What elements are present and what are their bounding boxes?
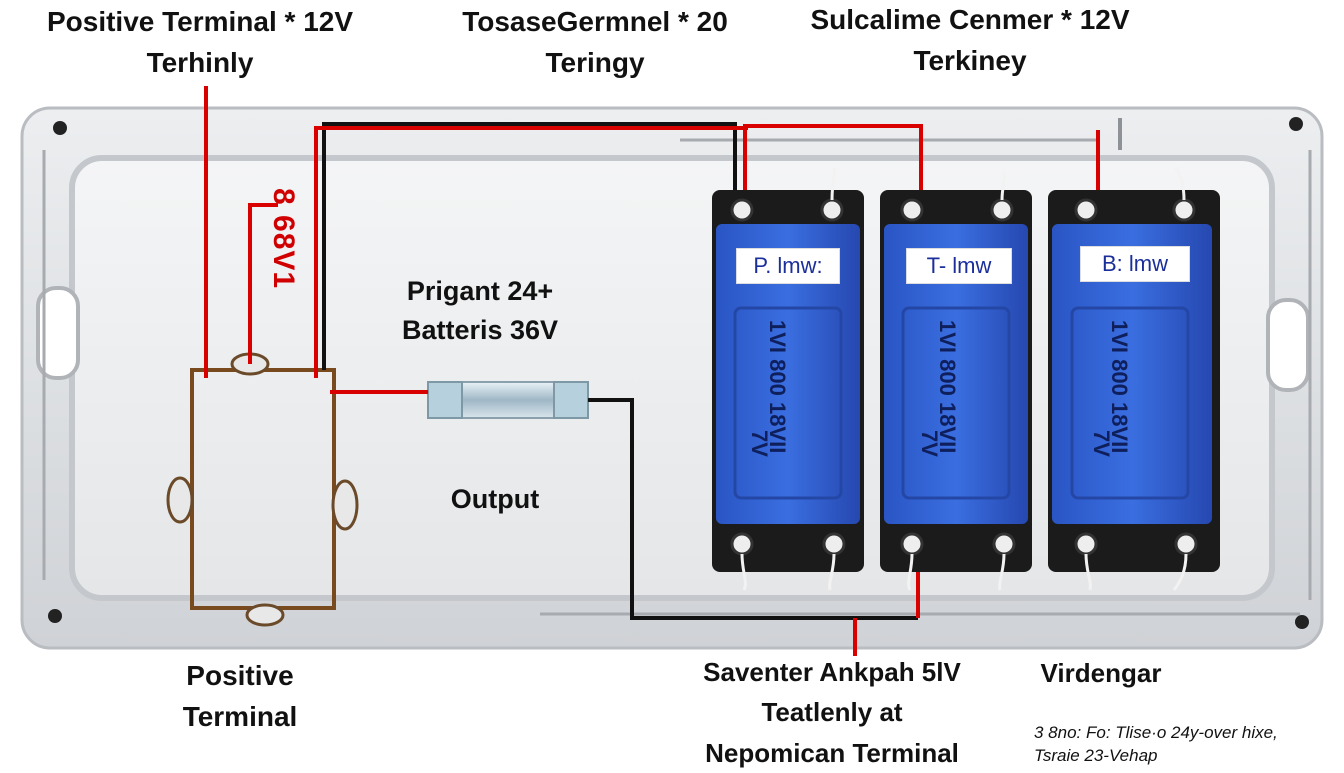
battery-3-tag: B: lmw	[1080, 246, 1190, 282]
battery-2	[880, 190, 1032, 572]
terminal-loop	[166, 352, 359, 627]
top-center-label: TosaseGermnel * 20 Teringy	[462, 6, 728, 78]
battery-3	[1048, 190, 1220, 572]
side-vertical-label: 8 68V1	[267, 188, 300, 290]
bottom-left-label: Positive Terminal	[182, 660, 298, 732]
bottom-center-label: Saventer Ankpah 5lV Teatlenly at Nepomic…	[703, 657, 961, 768]
top-right-label: Sulcalime Cenmer * 12V Terkiney	[810, 4, 1130, 76]
battery-2-tag: T- lmw	[906, 248, 1012, 284]
top-left-label: Positive Terminal * 12V Terhinly	[46, 6, 354, 78]
terminal-leads	[740, 167, 1188, 591]
footnote: 3 8no: Fo: Tlise·o 24y-over hixe, Tsraie…	[1034, 723, 1278, 765]
output-label: Output	[450, 484, 540, 514]
battery-1	[712, 190, 864, 572]
battery-1-volt: 7V	[747, 430, 772, 457]
bottom-right-label: Virdengar	[1040, 658, 1162, 688]
red-wires	[204, 86, 1100, 656]
fuse	[427, 381, 589, 419]
battery-2-volt: 7V	[917, 430, 942, 457]
battery-3-volt: 7V	[1089, 430, 1114, 457]
center-title: Prigant 24+ Batteris 36V	[401, 276, 559, 346]
battery-1-tag: P. lmw:	[736, 248, 840, 284]
black-wires	[322, 122, 918, 620]
